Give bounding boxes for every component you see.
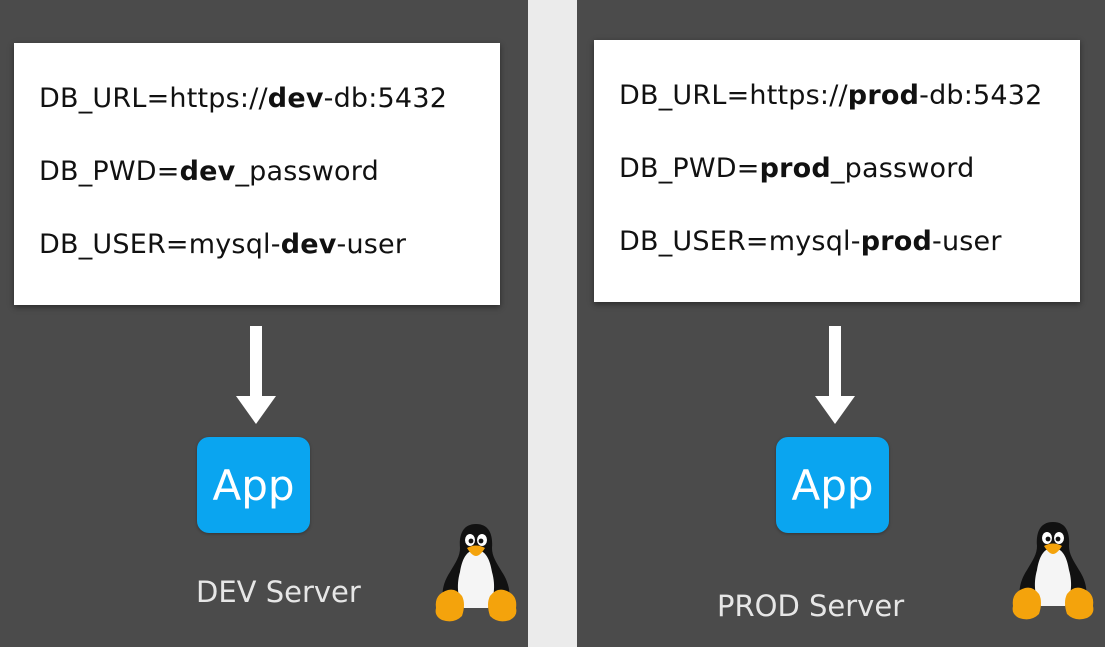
arrow-down-icon [236,326,276,424]
prod-app-badge: App [776,437,889,533]
dev-server-panel: DB_URL=https://dev-db:5432 DB_PWD=dev_pa… [0,0,528,647]
prod-env-config-card: DB_URL=https://prod-db:5432 DB_PWD=prod_… [594,40,1080,302]
dev-db-pwd-line: DB_PWD=dev_password [39,156,379,187]
linux-tux-icon [435,524,517,622]
dev-app-label: App [212,460,295,510]
dev-server-label: DEV Server [196,575,361,609]
prod-db-pwd-line: DB_PWD=prod_password [619,153,975,184]
arrow-down-icon [815,326,855,424]
prod-db-user-line: DB_USER=mysql-prod-user [619,226,1002,257]
prod-server-label: PROD Server [717,589,905,623]
prod-app-label: App [791,460,874,510]
prod-db-url-line: DB_URL=https://prod-db:5432 [619,80,1043,111]
linux-tux-icon [1012,522,1094,620]
prod-server-panel: DB_URL=https://prod-db:5432 DB_PWD=prod_… [577,0,1105,647]
dev-db-url-line: DB_URL=https://dev-db:5432 [39,83,448,114]
dev-env-config-card: DB_URL=https://dev-db:5432 DB_PWD=dev_pa… [14,43,500,305]
dev-db-user-line: DB_USER=mysql-dev-user [39,229,407,260]
dev-app-badge: App [197,437,310,533]
